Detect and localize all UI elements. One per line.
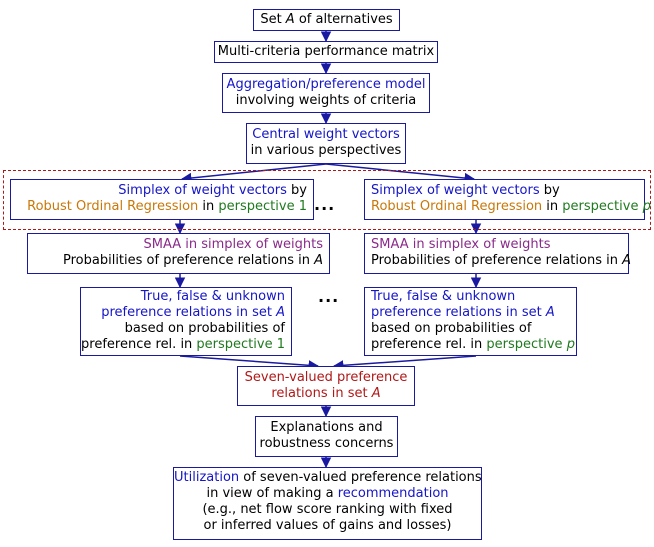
true-false-unknown-left-box: True, false & unknown preference relatio…	[80, 287, 292, 356]
simplex-left-box: Simplex of weight vectors by Robust Ordi…	[10, 179, 314, 220]
seven-valued-relations-box: Seven-valued preference relations in set…	[237, 366, 415, 406]
aggregation-model-box: Aggregation/preference model involving w…	[222, 73, 430, 113]
arrow-tfu-left-to-seven	[179, 355, 320, 371]
ellipsis-top: ...	[314, 195, 336, 214]
set-alternatives-box: Set A of alternatives	[253, 9, 400, 31]
utilization-box: Utilization of seven-valued preference r…	[173, 467, 482, 540]
arrow-tfu-right-to-seven	[332, 355, 477, 371]
true-false-unknown-right-box: True, false & unknown preference relatio…	[364, 287, 577, 356]
arrow-central-to-simplex-left	[180, 163, 327, 184]
arrow-central-to-simplex-right	[325, 163, 476, 184]
explanations-box: Explanations and robustness concerns	[255, 416, 398, 457]
performance-matrix-box: Multi-criteria performance matrix	[214, 41, 438, 63]
smaa-left-box: SMAA in simplex of weights Probabilities…	[27, 233, 330, 274]
perspectives-group-outline	[3, 170, 651, 230]
simplex-right-box: Simplex of weight vectors by Robust Ordi…	[364, 179, 651, 220]
central-weight-vectors-box: Central weight vectors in various perspe…	[246, 123, 406, 164]
ellipsis-middle: ...	[318, 287, 340, 306]
smaa-right-box: SMAA in simplex of weights Probabilities…	[364, 233, 631, 274]
